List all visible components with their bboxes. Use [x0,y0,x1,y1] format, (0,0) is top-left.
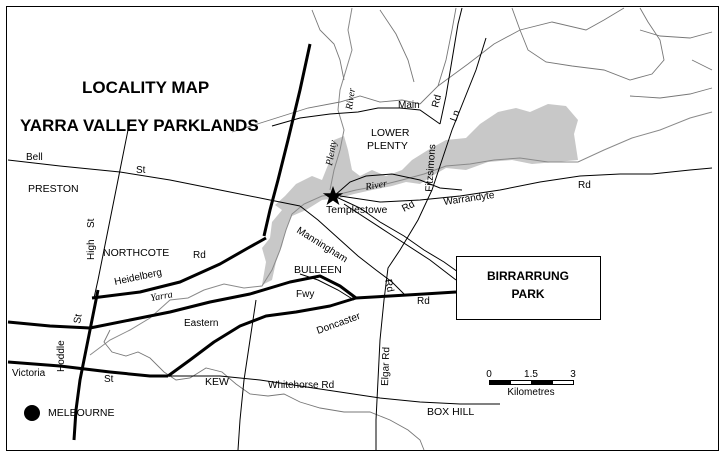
minor-road [629,87,713,99]
label-manningham-rd: Rd [382,278,395,293]
label-main-rd: Rd [430,94,444,109]
place-templestowe: Templestowe [326,204,387,216]
scale-seg-1 [489,380,511,385]
park-box-line2: PARK [511,287,544,301]
label-hoddle-st: St [72,313,85,324]
parkland-area [262,104,578,285]
label-fwy: Fwy [296,289,314,300]
heidelberg-rd [91,236,267,300]
minor-road [379,9,415,83]
label-heidelberg-rd: Rd [193,250,206,261]
label-main: Main [398,100,420,111]
label-bell: Bell [26,152,43,163]
victoria-st [7,360,168,378]
templestowe-top [333,173,463,197]
label-fitzsimons: Fitzsimons [424,144,438,192]
elgar-road-upper [237,299,257,451]
label-eastern: Eastern [184,318,218,329]
park-box-frame [456,256,601,320]
place-preston: PRESTON [28,183,79,195]
map-title-line2: YARRA VALLEY PARKLANDS [20,116,259,135]
label-doncaster-rd: Rd [417,296,430,307]
main-rd-north [439,7,463,125]
minor-road [437,7,625,87]
manningham-rd [299,205,407,297]
label-warrandyte-rd: Rd [578,180,591,191]
label-yarra: Yarra [150,289,174,304]
label-victoria: Victoria [12,368,46,379]
scale-seg-4 [552,380,574,385]
bell-st [7,159,301,207]
label-templestowe-rd: Rd [400,199,416,215]
label-high-st: High [86,239,97,260]
hoddle-st [72,289,100,441]
label-bell-st: St [136,165,146,176]
label-elgar-rd: Elgar Rd [380,347,392,386]
freeways [7,43,457,441]
whitehorse-rd [168,375,500,405]
main-rd [271,107,441,127]
label-plenty-river: River [344,87,358,111]
scale-seg-2 [510,380,532,385]
plenty-river [329,7,353,191]
scale-seg-3 [531,380,553,385]
place-lower-plenty-1: LOWER [371,127,410,139]
scale-unit: Kilometres [507,387,554,398]
label-river: River [364,178,388,193]
label-high-st-suffix: St [86,218,97,228]
filled-circle-icon [24,405,40,421]
place-northcote: NORTHCOTE [103,247,169,259]
minor-road [419,7,457,105]
warrandyte-rd [339,167,713,203]
fitzsimons-ln [375,37,487,450]
place-kew: KEW [205,376,229,388]
scale-tick-2: 3 [570,369,576,380]
templestowe-rd [333,195,459,273]
main-roads [7,7,713,451]
minor-road [231,95,421,133]
templestowe-spoke [343,203,457,281]
label-hoddle: Hoddle [56,340,67,372]
label-fitzsimons-ln: Ln [448,109,462,123]
minor-road [691,59,713,71]
map-title-line1: LOCALITY MAP [82,78,209,97]
place-bulleen: BULLEEN [294,264,342,276]
place-melbourne: MELBOURNE [48,407,115,419]
doncaster-rd [167,296,357,378]
star-icon [322,186,344,205]
high-st [93,119,131,299]
minor-road [639,29,713,39]
label-victoria-st: St [104,374,114,385]
park-box-line1: BIRRARRUNG [487,269,569,283]
label-plenty: Plenty [324,139,340,168]
scale-bar: 0 1.5 3 Kilometres [486,369,576,398]
place-box-hill: BOX HILL [427,406,474,418]
minor-road [511,7,665,81]
map-frame [6,6,719,451]
birrarrung-park-box: BIRRARRUNG PARK [456,256,601,320]
eastern-fwy [7,274,457,330]
place-lower-plenty-2: PLENTY [367,140,408,152]
minor-road [311,9,345,81]
label-whitehorse-rd: Whitehorse Rd [268,380,334,391]
scale-tick-0: 0 [486,369,492,380]
plenty-rd [262,43,312,237]
scale-tick-1: 1.5 [524,369,538,380]
